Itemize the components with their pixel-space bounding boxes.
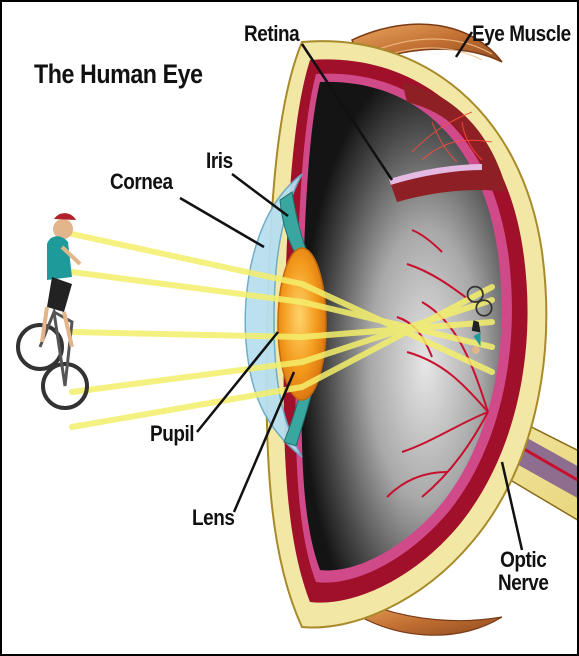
label-optic-nerve: Optic Nerve [498,548,548,594]
label-cornea: Cornea [110,170,173,193]
cornea-leader [180,198,264,247]
label-eye-muscle: Eye Muscle [472,22,571,45]
label-iris: Iris [206,149,233,172]
label-pupil: Pupil [150,422,194,445]
cyclist-illustration [18,213,87,408]
label-lens: Lens [192,506,234,529]
label-retina: Retina [244,22,299,45]
diagram-title: The Human Eye [34,60,203,88]
